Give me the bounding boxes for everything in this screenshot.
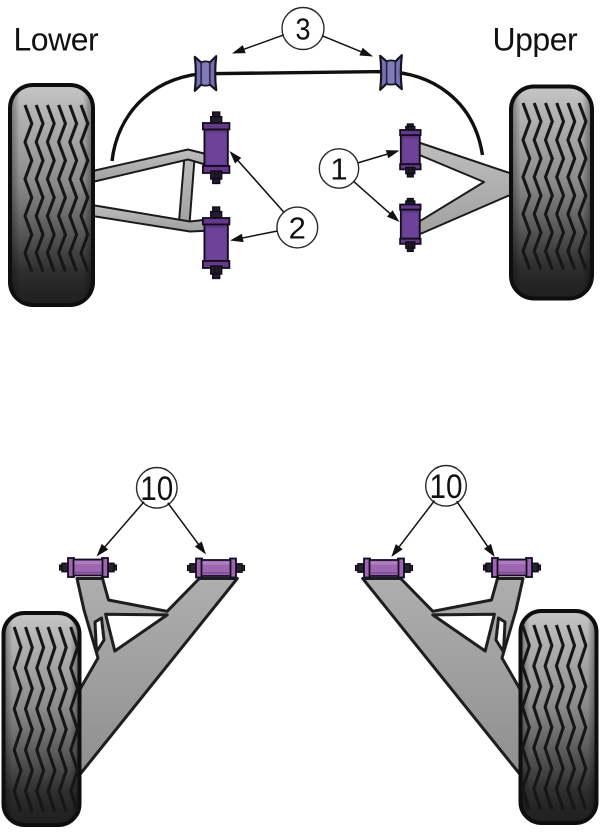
- svg-text:10: 10: [430, 468, 463, 506]
- svg-text:Upper: Upper: [493, 21, 579, 57]
- svg-text:1: 1: [330, 151, 347, 186]
- svg-text:10: 10: [140, 470, 173, 508]
- svg-text:2: 2: [289, 210, 306, 245]
- svg-text:3: 3: [296, 11, 311, 46]
- svg-text:Lower: Lower: [14, 21, 100, 57]
